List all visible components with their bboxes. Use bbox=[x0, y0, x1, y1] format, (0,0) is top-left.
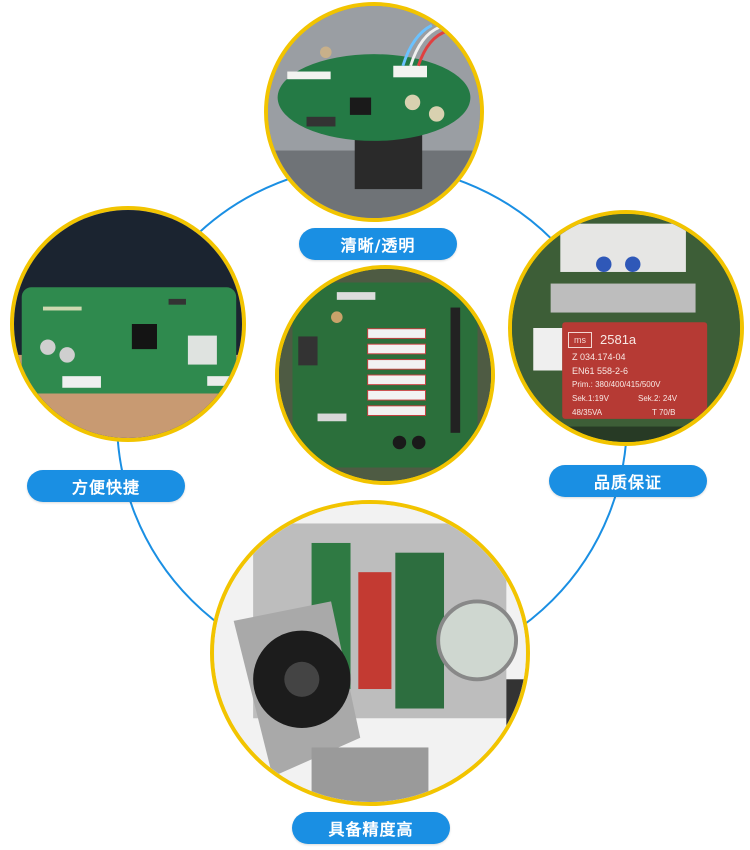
label-high-precision: 具备精度高 bbox=[292, 812, 450, 844]
bottom-actuator-image bbox=[210, 500, 530, 806]
transformer-standard: EN61 558-2-6 bbox=[572, 366, 629, 376]
label-convenient: 方便快捷 bbox=[27, 470, 185, 502]
transformer-sek2: Sek.2: 24V bbox=[638, 394, 678, 403]
label-quality-assurance: 品质保证 bbox=[549, 465, 707, 497]
top-circuit-image bbox=[264, 2, 484, 222]
transformer-va: 48/35VA bbox=[572, 408, 603, 417]
transformer-part: Z 034.174-04 bbox=[572, 352, 626, 362]
label-clear-transparent: 清晰/透明 bbox=[299, 228, 457, 260]
transformer-model: 2581a bbox=[600, 332, 637, 347]
right-transformer-image: ms 2581a Z 034.174-04 EN61 558-2-6 Prim.… bbox=[508, 210, 744, 446]
transformer-temp: T 70/B bbox=[652, 408, 676, 417]
left-circuit-image bbox=[10, 206, 246, 442]
transformer-sek1: Sek.1:19V bbox=[572, 394, 609, 403]
transformer-prim: Prim.: 380/400/415/500V bbox=[572, 380, 661, 389]
center-circuit-image bbox=[275, 265, 495, 485]
transformer-brand: ms bbox=[568, 332, 592, 348]
